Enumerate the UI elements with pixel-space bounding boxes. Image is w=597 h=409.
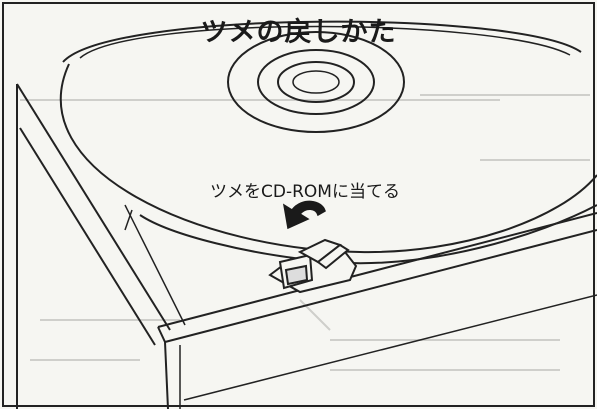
disc-ring-outer	[227, 31, 405, 133]
page-title: ツメの戻しかた	[200, 17, 397, 48]
rotate-arrow-icon	[282, 200, 326, 230]
bezel-front-top	[164, 229, 597, 343]
tray-left-rail-outer	[16, 83, 171, 331]
disc-hole	[292, 70, 340, 94]
disc-lower-edge	[60, 63, 597, 254]
latch-claw	[268, 238, 358, 294]
disc-ring-middle	[257, 49, 375, 115]
disc-ring-inner	[277, 61, 355, 103]
bezel-left-corner	[157, 326, 169, 409]
disc-inner-rim	[79, 25, 571, 59]
tray-left-groove	[124, 204, 186, 326]
tray-left-tab	[124, 209, 133, 231]
bezel-bottom-edge	[183, 294, 597, 401]
disc-outer-edge	[62, 20, 582, 63]
tray-well-edge	[139, 204, 597, 265]
bleed-through-background	[20, 94, 590, 371]
instruction-caption: ツメをCD-ROMに当てる	[210, 182, 400, 202]
bezel-top-edge	[157, 212, 597, 328]
tray-left-rail-inner	[19, 127, 156, 346]
